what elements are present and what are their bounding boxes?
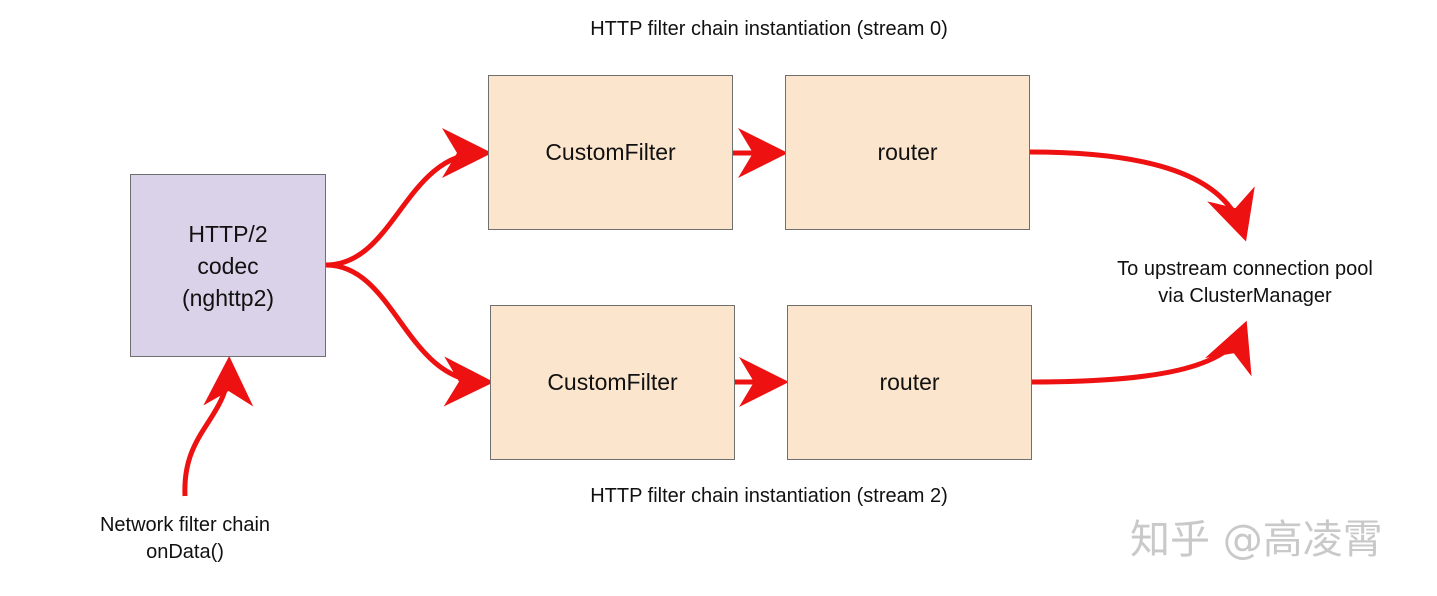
arrow-codec-to-filter-stream2 — [325, 262, 494, 407]
codec-label-line1: HTTP/2 — [188, 220, 268, 247]
custom-filter-box-stream0: CustomFilter — [488, 75, 733, 230]
custom-filter-label-stream2: CustomFilter — [547, 369, 678, 395]
stream2-caption: HTTP filter chain instantiation (stream … — [590, 485, 948, 507]
router-box-stream0: router — [785, 75, 1030, 230]
custom-filter-box-stream2: CustomFilter — [490, 305, 735, 460]
arrow-codec-to-filter-stream0 — [325, 128, 492, 268]
upstream-caption-line2: via ClusterManager — [1158, 285, 1332, 307]
network-caption-line2: onData() — [146, 541, 224, 563]
upstream-caption-line1: To upstream connection pool — [1117, 258, 1373, 280]
codec-label-line2: codec — [197, 252, 259, 279]
network-caption-line1: Network filter chain — [99, 514, 271, 536]
custom-filter-label-stream0: CustomFilter — [545, 139, 676, 165]
zhihu-watermark: 知乎 @高凌霄 — [1130, 517, 1383, 563]
stream0-caption: HTTP filter chain instantiation (stream … — [590, 18, 948, 40]
arrow-router-to-upstream-stream0 — [1029, 149, 1255, 242]
arrow-router-to-upstream-stream2 — [1031, 320, 1252, 385]
router-label-stream2: router — [879, 369, 940, 395]
router-box-stream2: router — [787, 305, 1032, 460]
router-label-stream0: router — [877, 139, 938, 165]
arrow-network-to-codec — [182, 356, 254, 497]
upstream-caption: To upstream connection pool via ClusterM… — [1082, 256, 1408, 310]
network-caption: Network filter chain onData() — [70, 512, 300, 566]
codec-label-line3: (nghttp2) — [181, 284, 275, 311]
codec-box: HTTP/2 codec (nghttp2) — [130, 174, 326, 357]
